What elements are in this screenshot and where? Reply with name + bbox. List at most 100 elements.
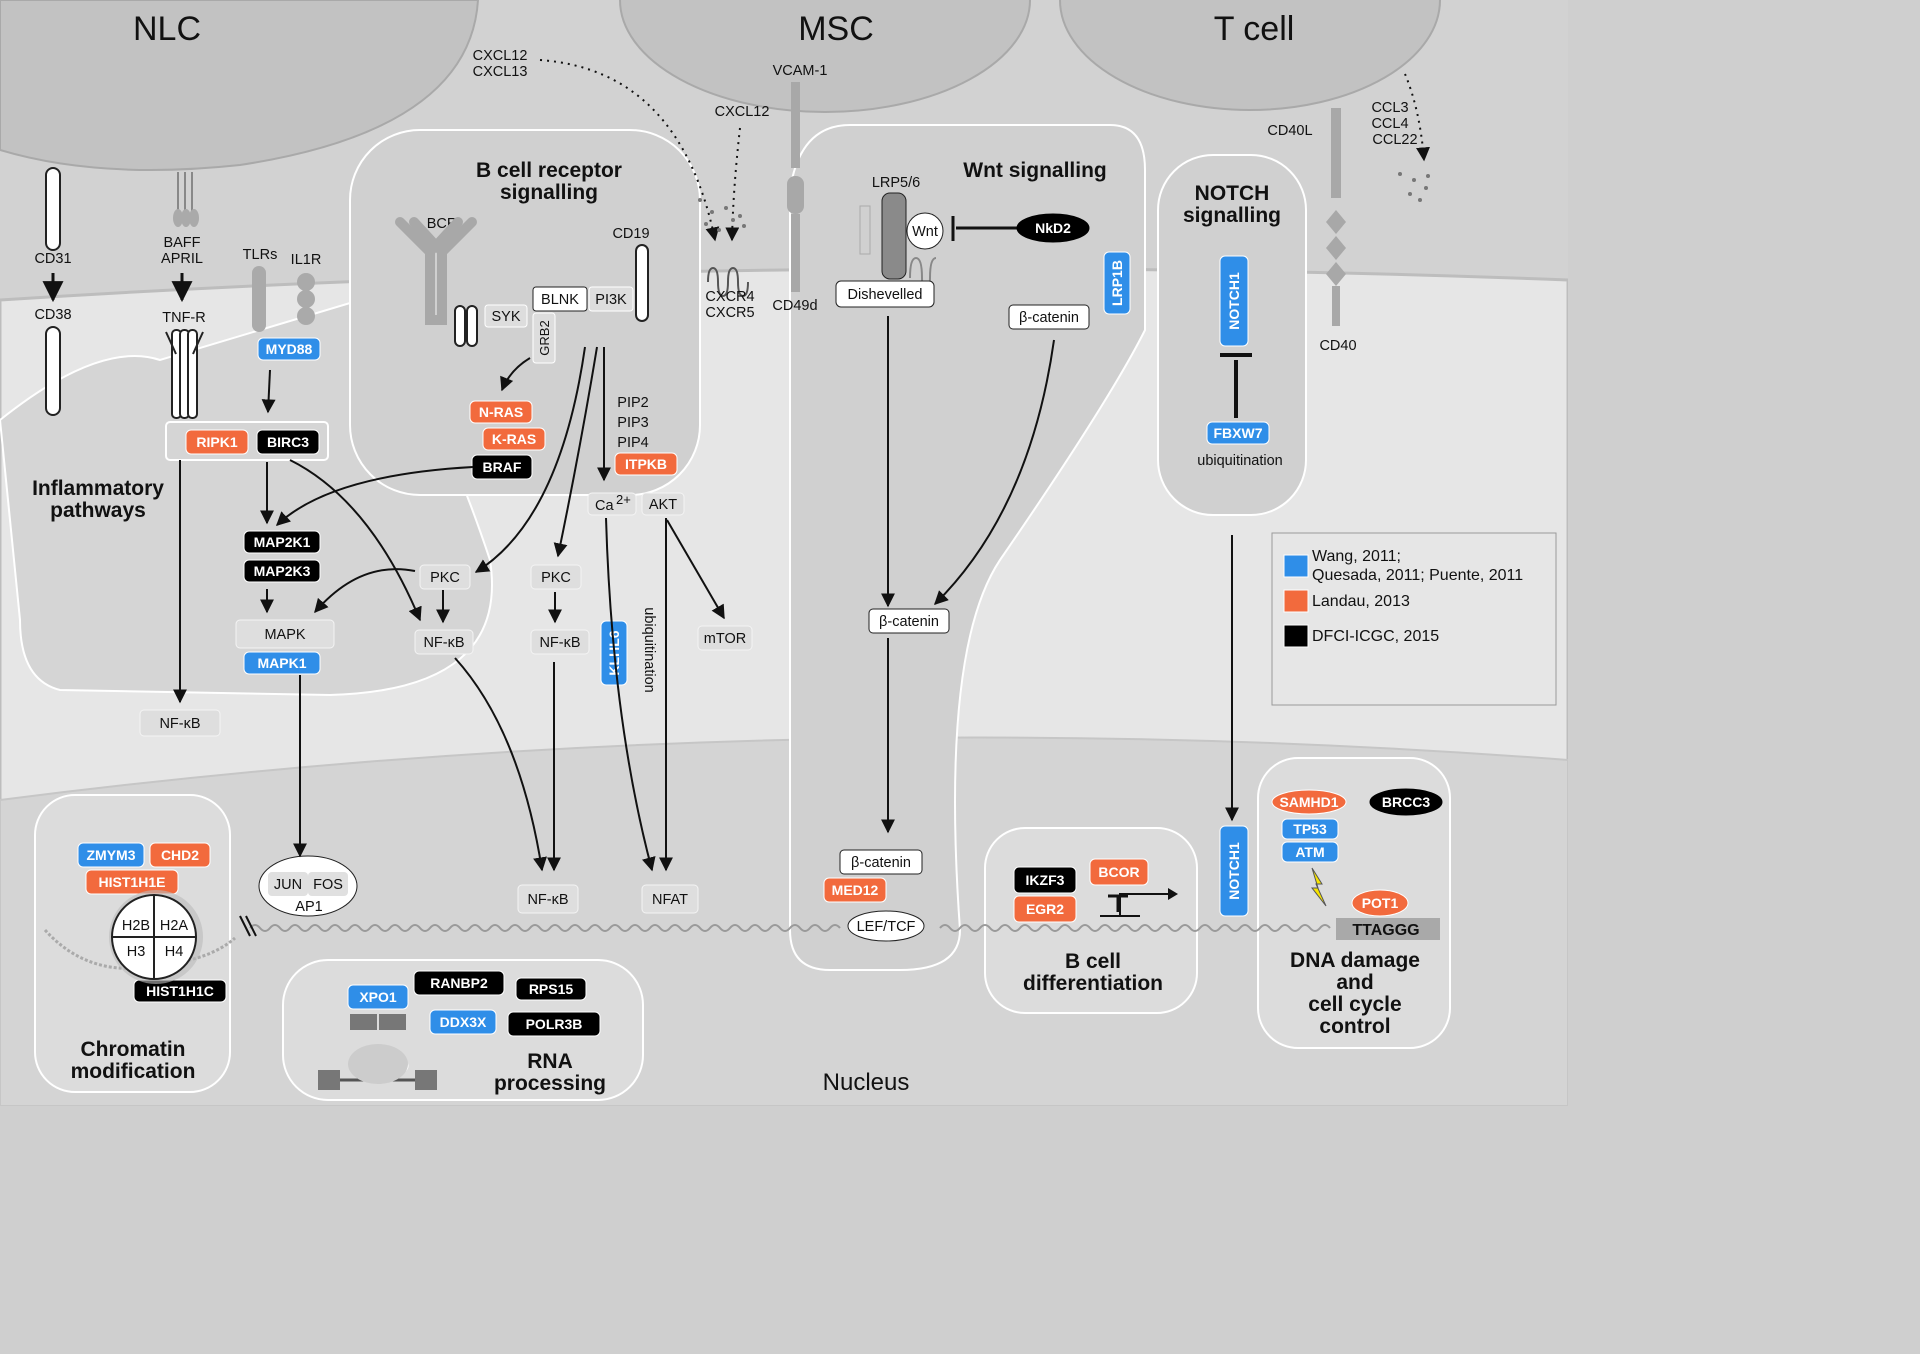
lrp56-label: LRP5/6 bbox=[872, 175, 920, 191]
bcat1-label: β-catenin bbox=[1019, 310, 1079, 326]
polr3b-label: POLR3B bbox=[526, 1016, 583, 1032]
chd2-label: CHD2 bbox=[161, 847, 199, 863]
bcat2-node: β-catenin bbox=[869, 609, 949, 633]
chromatin-title-1: Chromatin bbox=[81, 1038, 186, 1061]
bcr-title-2: signalling bbox=[500, 181, 598, 204]
map2k3-gene: MAP2K3 bbox=[244, 560, 320, 582]
atm-gene: ATM bbox=[1282, 842, 1338, 862]
nfkb1-label: NF-κB bbox=[423, 635, 464, 651]
kras-gene: K-RAS bbox=[483, 428, 545, 450]
syk-label: SYK bbox=[491, 309, 520, 325]
brcc3-gene: BRCC3 bbox=[1370, 789, 1442, 815]
ddx3x-gene: DDX3X bbox=[430, 1010, 496, 1034]
mapk1-label: MAPK1 bbox=[257, 655, 306, 671]
cd31-receptor bbox=[46, 168, 60, 250]
hist1h1e-gene: HIST1H1E bbox=[86, 870, 178, 894]
xpo1-label: XPO1 bbox=[359, 989, 397, 1005]
map2k3-label: MAP2K3 bbox=[254, 563, 311, 579]
pip4-label: PIP4 bbox=[617, 435, 648, 451]
mapk1-gene: MAPK1 bbox=[244, 652, 320, 674]
chromatin-title-2: modification bbox=[71, 1060, 196, 1083]
calcium-superscript: 2+ bbox=[616, 492, 631, 507]
cll-pathway-diagram: NLC MSC T cell B cell receptor signallin… bbox=[0, 0, 1568, 1106]
blnk-label: BLNK bbox=[541, 292, 579, 308]
lef-tcf-label: LEF/TCF bbox=[857, 919, 916, 935]
cd40-label: CD40 bbox=[1319, 338, 1356, 354]
klhl6-ubiquitination-label: ubiquitination bbox=[641, 607, 657, 692]
inflammatory-title-2: pathways bbox=[50, 499, 146, 522]
tp53-gene: TP53 bbox=[1282, 819, 1338, 839]
il1r-label: IL1R bbox=[291, 252, 322, 268]
calcium-node: Ca2+ bbox=[588, 492, 636, 515]
pip2-label: PIP2 bbox=[617, 395, 648, 411]
fbxw7-ubiquitination-label: ubiquitination bbox=[1197, 453, 1282, 469]
pot1-label: POT1 bbox=[1362, 895, 1399, 911]
sf3b1-exon-right bbox=[415, 1070, 437, 1090]
birc3-gene: BIRC3 bbox=[257, 430, 319, 454]
legend-label: DFCI-ICGC, 2015 bbox=[1312, 628, 1439, 645]
dishevelled-label: Dishevelled bbox=[848, 287, 923, 303]
ikzf3-label: IKZF3 bbox=[1026, 872, 1065, 888]
atm-label: ATM bbox=[1295, 844, 1324, 860]
h3-label: H3 bbox=[127, 944, 146, 960]
cd31-label: CD31 bbox=[34, 251, 71, 267]
nras-gene: N-RAS bbox=[470, 401, 532, 423]
tlr-receptor bbox=[252, 266, 266, 332]
kras-label: K-RAS bbox=[492, 431, 536, 447]
xpo1-pore-left bbox=[350, 1014, 377, 1030]
cxcl12-label: CXCL12 bbox=[715, 104, 770, 120]
dna-title-2: and bbox=[1336, 971, 1373, 994]
zmym3-gene: ZMYM3 bbox=[78, 843, 144, 867]
jun-label: JUN bbox=[274, 877, 302, 893]
nfkb3-label: NF-κB bbox=[159, 716, 200, 732]
nfkb3-node: NF-κB bbox=[140, 710, 220, 736]
cell-label-msc: MSC bbox=[798, 10, 874, 48]
rps15-gene: RPS15 bbox=[516, 978, 586, 1000]
itpkb-label: ITPKB bbox=[625, 456, 667, 472]
braf-gene: BRAF bbox=[472, 455, 532, 479]
legend-item: DFCI-ICGC, 2015 bbox=[1284, 625, 1439, 647]
legend-label: Quesada, 2011; Puente, 2011 bbox=[1312, 567, 1523, 584]
xpo1-pore-right bbox=[379, 1014, 406, 1030]
akt-node: AKT bbox=[642, 493, 684, 515]
pot1-gene: POT1 bbox=[1352, 890, 1408, 916]
map2k1-label: MAP2K1 bbox=[254, 534, 311, 550]
bcor-label: BCOR bbox=[1098, 864, 1139, 880]
fbxw7-gene: FBXW7 bbox=[1207, 422, 1269, 444]
itpkb-gene: ITPKB bbox=[615, 453, 677, 475]
samhd1-gene: SAMHD1 bbox=[1272, 790, 1346, 814]
notch1-nuc-gene: NOTCH1 bbox=[1220, 826, 1248, 916]
h2a-label: H2A bbox=[160, 918, 189, 934]
vcam1-receptor bbox=[791, 82, 800, 168]
ccl4-label: CCL4 bbox=[1371, 116, 1408, 132]
ddx3x-label: DDX3X bbox=[440, 1014, 487, 1030]
ttaggg-label: TTAGGG bbox=[1352, 922, 1419, 939]
tnfr-label: TNF-R bbox=[162, 310, 206, 326]
dna-title-3: cell cycle bbox=[1308, 993, 1401, 1016]
mtor-node: mTOR bbox=[698, 626, 752, 650]
cxcl12-13-label-a: CXCL12 bbox=[473, 48, 528, 64]
legend-swatch bbox=[1284, 590, 1308, 612]
pi3k-label: PI3K bbox=[595, 292, 627, 308]
ripk1-gene: RIPK1 bbox=[186, 430, 248, 454]
ccl3-label: CCL3 bbox=[1371, 100, 1408, 116]
rna-title-1: RNA bbox=[527, 1050, 573, 1073]
zmym3-label: ZMYM3 bbox=[87, 847, 136, 863]
ccl22-label: CCL22 bbox=[1372, 132, 1417, 148]
bcr-title-1: B cell receptor bbox=[476, 159, 622, 182]
bcat3-label: β-catenin bbox=[851, 855, 911, 871]
dna-title-4: control bbox=[1319, 1015, 1390, 1038]
lrp1b-gene: LRP1B bbox=[1104, 252, 1130, 314]
bcor-gene: BCOR bbox=[1090, 859, 1148, 885]
notch1-nuc-label: NOTCH1 bbox=[1226, 842, 1242, 900]
map2k1-gene: MAP2K1 bbox=[244, 531, 320, 553]
hist1h1c-gene: HIST1H1C bbox=[134, 980, 226, 1002]
egr2-label: EGR2 bbox=[1026, 901, 1064, 917]
egr2-gene: EGR2 bbox=[1014, 896, 1076, 922]
notch1-label: NOTCH1 bbox=[1226, 272, 1242, 330]
tlrs-label: TLRs bbox=[243, 247, 278, 263]
cd40l-label: CD40L bbox=[1267, 123, 1312, 139]
bcat2-label: β-catenin bbox=[879, 614, 939, 630]
fos-label: FOS bbox=[313, 877, 343, 893]
spliceosome bbox=[348, 1044, 408, 1084]
